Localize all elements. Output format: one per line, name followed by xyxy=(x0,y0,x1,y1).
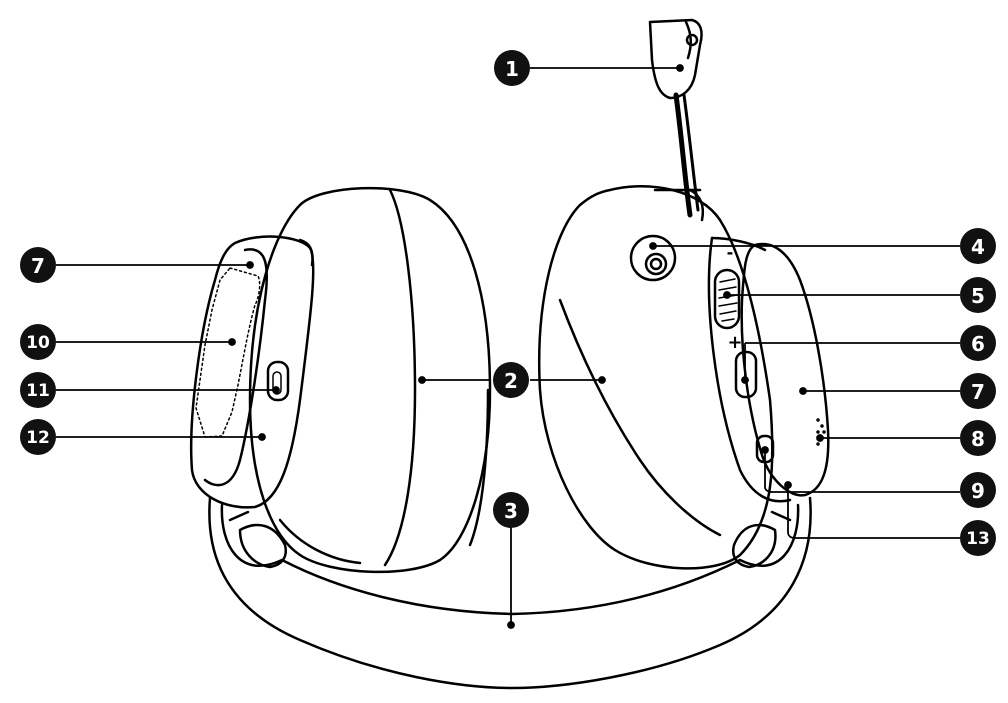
volume-plus-mark: + xyxy=(727,332,742,353)
callout-13-label: 13 xyxy=(966,529,990,549)
headband xyxy=(208,496,812,690)
right-cup-button xyxy=(734,350,758,399)
callout-3-label: 3 xyxy=(504,499,518,523)
callout-1-label: 1 xyxy=(505,57,519,81)
leader-lines xyxy=(56,64,960,629)
callout-1: 1 xyxy=(494,50,530,86)
callout-8: 8 xyxy=(960,420,996,456)
callout-7-right: 7 xyxy=(960,373,996,409)
callout-12: 12 xyxy=(20,419,56,455)
callout-9: 9 xyxy=(960,472,996,508)
callout-4-label: 4 xyxy=(971,235,985,259)
callout-12-label: 12 xyxy=(26,428,50,448)
volume-wheel xyxy=(713,268,741,330)
left-ear-cup xyxy=(189,186,492,574)
callout-7-left: 7 xyxy=(20,247,56,283)
callout-9-label: 9 xyxy=(971,479,985,503)
callout-4: 4 xyxy=(960,228,996,264)
callouts: 1 2 3 4 5 6 7 8 9 13 7 10 11 12 xyxy=(20,50,996,556)
right-ear-cup xyxy=(538,185,830,570)
callout-10-label: 10 xyxy=(26,333,50,353)
callout-2: 2 xyxy=(493,362,529,398)
microphone-boom xyxy=(648,18,703,218)
audio-port xyxy=(629,234,677,282)
callout-6-label: 6 xyxy=(971,332,985,356)
callout-2-label: 2 xyxy=(504,369,518,393)
microphone-head xyxy=(648,18,703,100)
callout-13: 13 xyxy=(960,520,996,556)
callout-7-left-label: 7 xyxy=(31,254,45,278)
right-earcup-cap xyxy=(740,242,830,497)
callout-8-label: 8 xyxy=(971,427,985,451)
callout-5-label: 5 xyxy=(971,284,985,308)
volume-minus-mark: - xyxy=(727,243,734,262)
touch-control-area xyxy=(195,267,261,438)
callout-11: 11 xyxy=(20,372,56,408)
callout-11-label: 11 xyxy=(26,381,50,401)
callout-7-right-label: 7 xyxy=(971,380,985,404)
left-earcup-cap xyxy=(189,235,315,509)
callout-10: 10 xyxy=(20,324,56,360)
callout-6: 6 xyxy=(960,325,996,361)
callout-5: 5 xyxy=(960,277,996,313)
callout-3: 3 xyxy=(493,492,529,528)
left-cup-button xyxy=(266,360,290,402)
